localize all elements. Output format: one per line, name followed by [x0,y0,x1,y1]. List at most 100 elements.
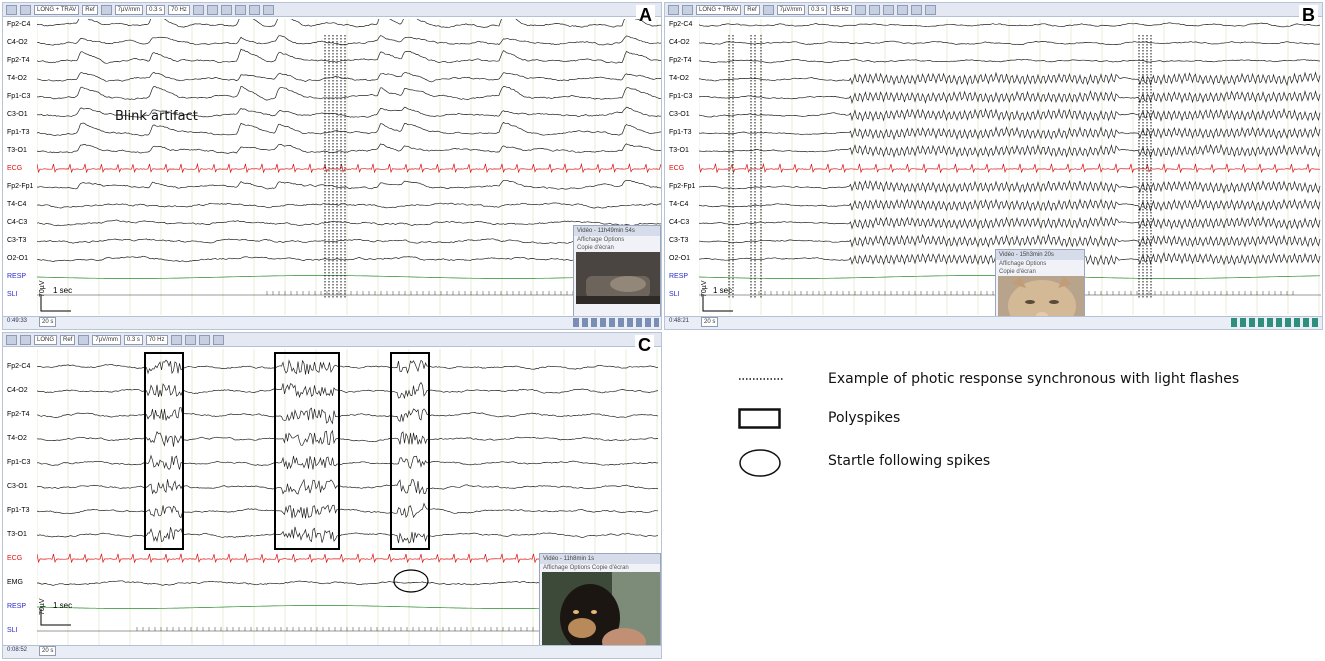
channel-label: SLI [7,291,18,298]
trace-line [699,233,1321,248]
channel-label: O2-O1 [669,255,691,262]
channel-label: ECG [7,165,23,172]
trace-line [37,219,661,227]
channel-label: C4-C3 [7,219,28,226]
monitor-icon[interactable] [234,4,246,15]
page-select[interactable]: 20 s [39,646,57,656]
trace-line [699,107,1321,122]
tool-icon[interactable] [192,4,204,15]
filter-icon[interactable] [762,4,774,15]
channel-label: C4-O2 [7,387,28,394]
channel-label: T3-O1 [7,147,27,154]
filter-icon[interactable] [78,334,90,345]
montage-select[interactable]: LONG + TRAV [696,4,742,15]
trace-line [37,19,661,28]
ref-label: Ref [82,4,98,15]
video-title: Vidéo - 11h49min 54s [574,226,660,236]
settings-icon[interactable] [20,4,31,15]
panel-a-toolbar: LONG + TRAV Ref 7µV/mm 0.3 s 70 Hz [3,3,661,17]
clock: 0:08:52 [7,647,28,653]
video-window[interactable]: Vidéo - 11h49min 54s Affichage Options C… [573,225,661,317]
rectangle-icon [738,408,781,429]
channel-label: SLI [669,291,680,298]
clock: 0:49:33 [7,318,28,324]
amplitude-scale: 70µV [39,598,46,616]
polyspike-box [144,352,184,550]
trace-line [699,71,1321,87]
panel-c-letter: C [635,335,654,355]
layout-icon[interactable] [206,4,218,15]
video-menu[interactable]: Affichage Options [999,261,1047,267]
trace-line [699,40,1321,46]
channel-label: Fp2-C4 [669,21,693,28]
montage-select[interactable]: LONG + TRAV [34,4,80,15]
record-icon[interactable] [910,4,922,15]
trace-line [699,179,1321,194]
montage-select[interactable]: LONG [34,334,58,345]
scale-bar [702,295,733,312]
tool-icon[interactable] [854,4,866,15]
menu-icon[interactable] [668,4,679,15]
filter-icon[interactable] [100,4,112,15]
channel-label: C3-O1 [669,111,690,118]
tool-icon[interactable] [170,334,182,345]
panel-a-bottombar: 0:49:33 20 s [3,316,661,329]
panel-b-bottombar: 0:48:21 20 s [665,316,1322,329]
polyspike-box [274,352,340,550]
trace-line [699,215,1321,231]
sensitivity-select[interactable]: 7µV/mm [114,4,144,15]
highcut-select[interactable]: 70 Hz [168,4,190,15]
trace-line [37,162,661,174]
channel-label: EMG [7,579,23,586]
menu-icon[interactable] [6,334,17,345]
settings-icon[interactable] [20,334,31,345]
playback-controls[interactable] [1231,318,1319,327]
monitor-icon[interactable] [198,334,210,345]
channel-label: C3-O1 [7,111,28,118]
timeconst-select[interactable]: 0.3 s [123,334,143,345]
print-icon[interactable] [212,334,224,345]
channel-label: C4-C3 [669,219,690,226]
trace-line [699,58,1321,64]
layout-icon[interactable] [220,4,232,15]
layout-icon[interactable] [882,4,894,15]
timeconst-select[interactable]: 0.3 s [146,4,166,15]
channel-label: ECG [7,555,23,562]
menu-icon[interactable] [6,4,17,15]
timeconst-select[interactable]: 0.3 s [808,4,828,15]
channel-label: Fp1-C3 [7,93,31,100]
channel-label: T3-O1 [7,531,27,538]
trace-line [37,121,661,137]
ref-label: Ref [744,4,760,15]
sensitivity-select[interactable]: 7µV/mm [92,334,121,345]
print-icon[interactable] [262,4,274,15]
print-icon[interactable] [924,4,936,15]
highcut-select[interactable]: 70 Hz [145,334,168,345]
video-title: Vidéo - 11h8min 1s [540,554,660,564]
trace-line [699,22,1321,28]
monitor-icon[interactable] [896,4,908,15]
playback-controls[interactable] [573,318,659,327]
highcut-select[interactable]: 35 Hz [830,4,852,15]
settings-icon[interactable] [682,4,693,15]
trace-line [37,454,659,470]
trace-line [37,48,661,64]
amplitude-scale: 70µV [39,280,46,298]
trace-line [37,275,661,279]
video-menu[interactable]: Affichage Options [577,237,625,243]
page-select[interactable]: 20 s [701,317,719,327]
trace-line [37,478,659,495]
video-copy[interactable]: Copie d'écran [999,269,1036,275]
video-window[interactable]: Vidéo - 11h8min 1s Affichage Options Cop… [539,553,661,657]
video-menu[interactable]: Affichage Options Copie d'écran [543,565,629,571]
video-copy[interactable]: Copie d'écran [577,245,614,251]
sensitivity-select[interactable]: 7µV/mm [776,4,806,15]
channel-label: T4-O2 [669,75,689,82]
record-icon[interactable] [248,4,260,15]
legend-label-ellipse: Startle following spikes [828,453,991,469]
layout-icon[interactable] [184,334,196,345]
layout-icon[interactable] [868,4,880,15]
channel-label: T4-C4 [7,201,27,208]
page-select[interactable]: 20 s [39,317,57,327]
